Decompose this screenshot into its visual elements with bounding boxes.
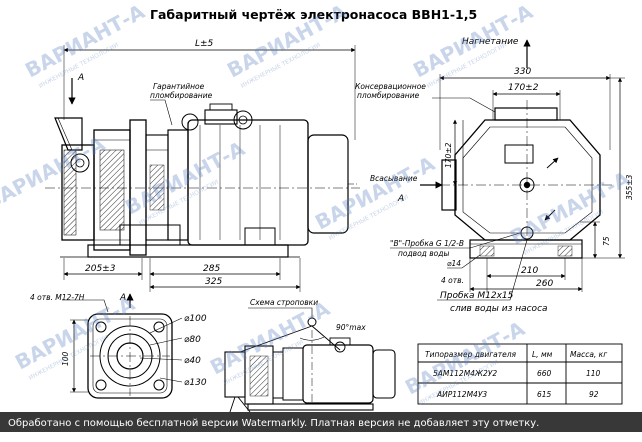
watermark-text: ВАРИАНТ-А xyxy=(11,291,139,374)
watermark-text: ВАРИАНТ-А xyxy=(0,131,109,214)
dim-l: L±5 xyxy=(195,39,214,49)
table-cell: 5АМ112М4Ж2У2 xyxy=(433,369,497,378)
table-cell: АИР112М4У3 xyxy=(436,390,487,399)
drawing-title: Габаритный чертёж электронасоса ВВН1-1,5 xyxy=(150,7,477,22)
dim-100: ⌀100 xyxy=(184,314,207,324)
dim-75: 75 xyxy=(602,236,611,246)
watermark-text: ВАРИАНТ-А xyxy=(206,296,334,379)
table-cell: 615 xyxy=(537,390,552,399)
dim-170: 170±2 xyxy=(508,83,539,93)
plug-label-1: "В"-Пробка G 1/2-В xyxy=(390,239,464,248)
dim-130: ⌀130 xyxy=(184,378,207,388)
holes-14-label: 4 отв. xyxy=(441,276,464,285)
dim-355: 355±3 xyxy=(625,174,634,200)
dim-285: 285 xyxy=(203,264,220,274)
dim-205: 205±3 xyxy=(85,264,116,274)
dim-80: ⌀80 xyxy=(184,335,201,345)
watermark-text: ВАРИАНТ-А xyxy=(311,151,439,234)
view-a-label: А xyxy=(119,293,126,303)
dim-14: ⌀14 xyxy=(447,259,461,268)
footer-text: Обработано с помощью бесплатной версии W… xyxy=(8,418,539,429)
suction-label: Всасывание xyxy=(370,174,418,183)
dim-325: 325 xyxy=(205,277,222,287)
dim-100-vertical: 100 xyxy=(61,351,70,366)
table-cell: 110 xyxy=(586,369,601,378)
table-header-mass: Масса, кг xyxy=(570,350,607,359)
conserv-seal-label-1: Консервационное xyxy=(355,82,426,91)
sling-scheme-label: Схема строповки xyxy=(250,298,318,307)
sling-angle-label: 90°max xyxy=(336,323,366,332)
side-view xyxy=(45,45,360,292)
sling-scheme xyxy=(224,307,396,413)
plug-label-2: подвод воды xyxy=(398,249,449,258)
watermark-text: ВАРИАНТ-А xyxy=(21,0,149,82)
table-cell: 660 xyxy=(537,369,552,378)
garantee-seal-label-2: пломбирование xyxy=(150,91,213,100)
motor-table xyxy=(417,343,623,405)
front-view xyxy=(390,39,625,301)
garantee-seal-label-1: Гарантийное xyxy=(153,82,205,91)
dim-170-vertical: 170±2 xyxy=(444,142,453,168)
dim-260: 260 xyxy=(536,279,553,289)
holes-label: 4 отв. М12-7Н xyxy=(30,293,85,302)
view-a-arrow-label: А xyxy=(77,73,84,83)
footer-banner xyxy=(0,412,642,432)
dim-210: 210 xyxy=(521,266,538,276)
table-header-length: L, мм xyxy=(532,350,553,359)
table-header-motor: Типоразмер двигателя xyxy=(425,350,517,359)
watermark-layer: ВАРИАНТ-А ВАРИАНТ-А ВАРИАНТ-А ВАРИАНТ-А … xyxy=(0,0,634,407)
dim-330: 330 xyxy=(514,67,531,77)
drain-plug-label-1: Пробка М12х15 xyxy=(440,291,514,301)
table-cell: 92 xyxy=(589,390,599,399)
conserv-seal-label-2: пломбирование xyxy=(357,91,420,100)
discharge-label: Нагнетание xyxy=(462,37,519,47)
suction-arrow-a: А xyxy=(397,194,404,204)
dim-40: ⌀40 xyxy=(184,356,201,366)
watermark-text: ВАРИАНТ-А xyxy=(121,136,249,219)
view-a xyxy=(62,293,183,399)
drain-plug-label-2: слив воды из насоса xyxy=(450,304,548,314)
